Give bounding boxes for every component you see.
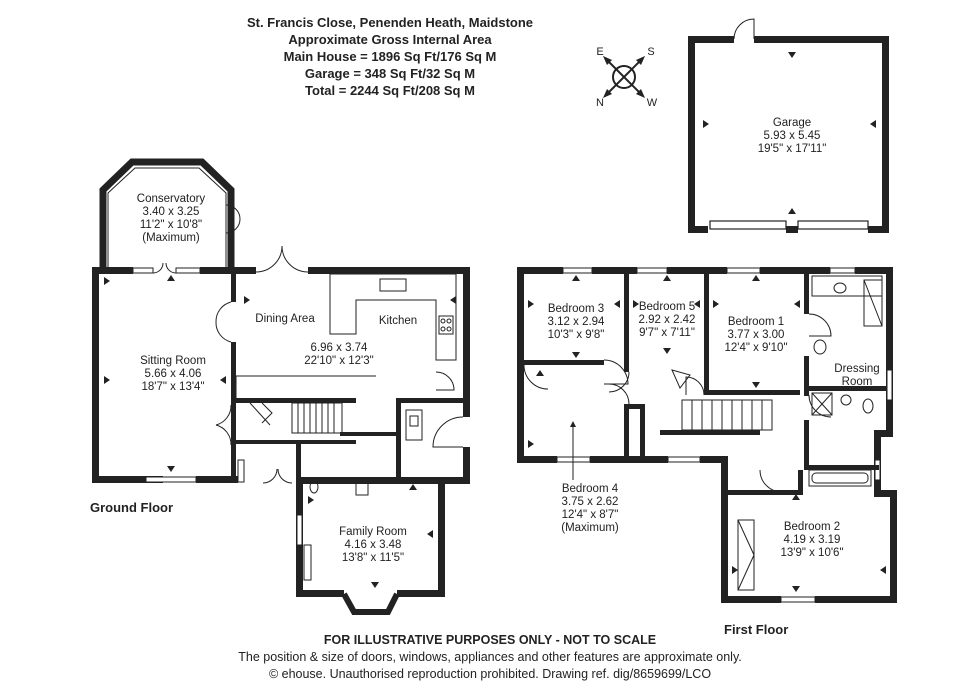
dressing-room-label-1: Dressing [834,363,879,375]
garage-label: Garage [773,117,811,129]
plan-header: St. Francis Close, Penenden Heath, Maids… [180,14,600,99]
approximation-note: The position & size of doors, windows, a… [238,650,742,664]
compass-n-label: N [596,97,604,109]
garage-dimension-markers [703,52,876,214]
conservatory-imperial: 11'2" x 10'8" [140,219,202,231]
dressing-room-label-2: Room [842,376,873,388]
ground-floor-plan [92,158,470,615]
bedroom-1-imperial: 12'4" x 9'10" [724,342,787,354]
bedroom-2-label: Bedroom 2 [784,521,840,533]
sitting-room-imperial: 18'7" x 13'4" [141,381,204,393]
bedroom-1-label: Bedroom 1 [728,316,784,328]
conservatory-label: Conservatory [137,193,206,205]
bedroom-4-imperial: 12'4" x 8'7" [562,509,619,521]
kitchen-metric: 6.96 x 3.74 [311,342,369,354]
disclaimer-text: FOR ILLUSTRATIVE PURPOSES ONLY - NOT TO … [323,633,657,647]
bedroom-1-metric: 3.77 x 3.00 [728,329,785,341]
kitchen-label: Kitchen [379,315,417,327]
garage-area: Garage = 348 Sq Ft/32 Sq M [304,66,476,81]
compass-w-label: W [647,97,658,109]
garage-metric: 5.93 x 5.45 [764,130,821,142]
main-house-area: Main House = 1896 Sq Ft/176 Sq M [283,49,497,64]
garage-imperial: 19'5" x 17'11" [758,143,827,155]
bedroom-5-metric: 2.92 x 2.42 [639,314,696,326]
family-room-label: Family Room [339,526,407,538]
bedroom-2-imperial: 13'9" x 10'6" [780,547,843,559]
bedroom-4-label: Bedroom 4 [562,483,619,495]
family-room-imperial: 13'8" x 11'5" [342,552,404,564]
bedroom-3-label: Bedroom 3 [548,303,604,315]
bedroom-4-metric: 3.75 x 2.62 [562,496,619,508]
bedroom-3-metric: 3.12 x 2.94 [548,316,606,328]
ground-dimension-markers [104,275,456,588]
compass-icon: E S N W [596,46,658,109]
plan-footer: FOR ILLUSTRATIVE PURPOSES ONLY - NOT TO … [150,632,830,683]
first-floor-plan [517,267,897,603]
bedroom-2-metric: 4.19 x 3.19 [784,534,841,546]
first-floor-label: First Floor [724,622,789,637]
conservatory-note: (Maximum) [142,232,200,244]
compass-s-label: S [647,46,654,58]
sitting-room-metric: 5.66 x 4.06 [145,368,202,380]
copyright-text: © ehouse. Unauthorised reproduction proh… [268,667,712,681]
kitchen-imperial: 22'10" x 12'3" [304,355,373,367]
sitting-room-label: Sitting Room [140,355,206,367]
bedroom-5-label: Bedroom 5 [639,301,695,313]
total-area: Total = 2244 Sq Ft/208 Sq M [305,83,475,98]
bedroom-3-imperial: 10'3" x 9'8" [548,329,605,341]
conservatory-metric: 3.40 x 3.25 [143,206,200,218]
property-address: St. Francis Close, Penenden Heath, Maids… [246,15,534,30]
dining-area-label: Dining Area [255,313,315,325]
ground-floor-label: Ground Floor [90,500,174,515]
compass-e-label: E [596,46,603,58]
family-room-metric: 4.16 x 3.48 [345,539,402,551]
garage-plan [688,18,889,233]
bedroom-5-imperial: 9'7" x 7'11" [639,327,695,339]
area-title: Approximate Gross Internal Area [288,32,492,47]
first-dimension-markers [528,275,886,592]
bedroom-4-note: (Maximum) [561,522,619,534]
